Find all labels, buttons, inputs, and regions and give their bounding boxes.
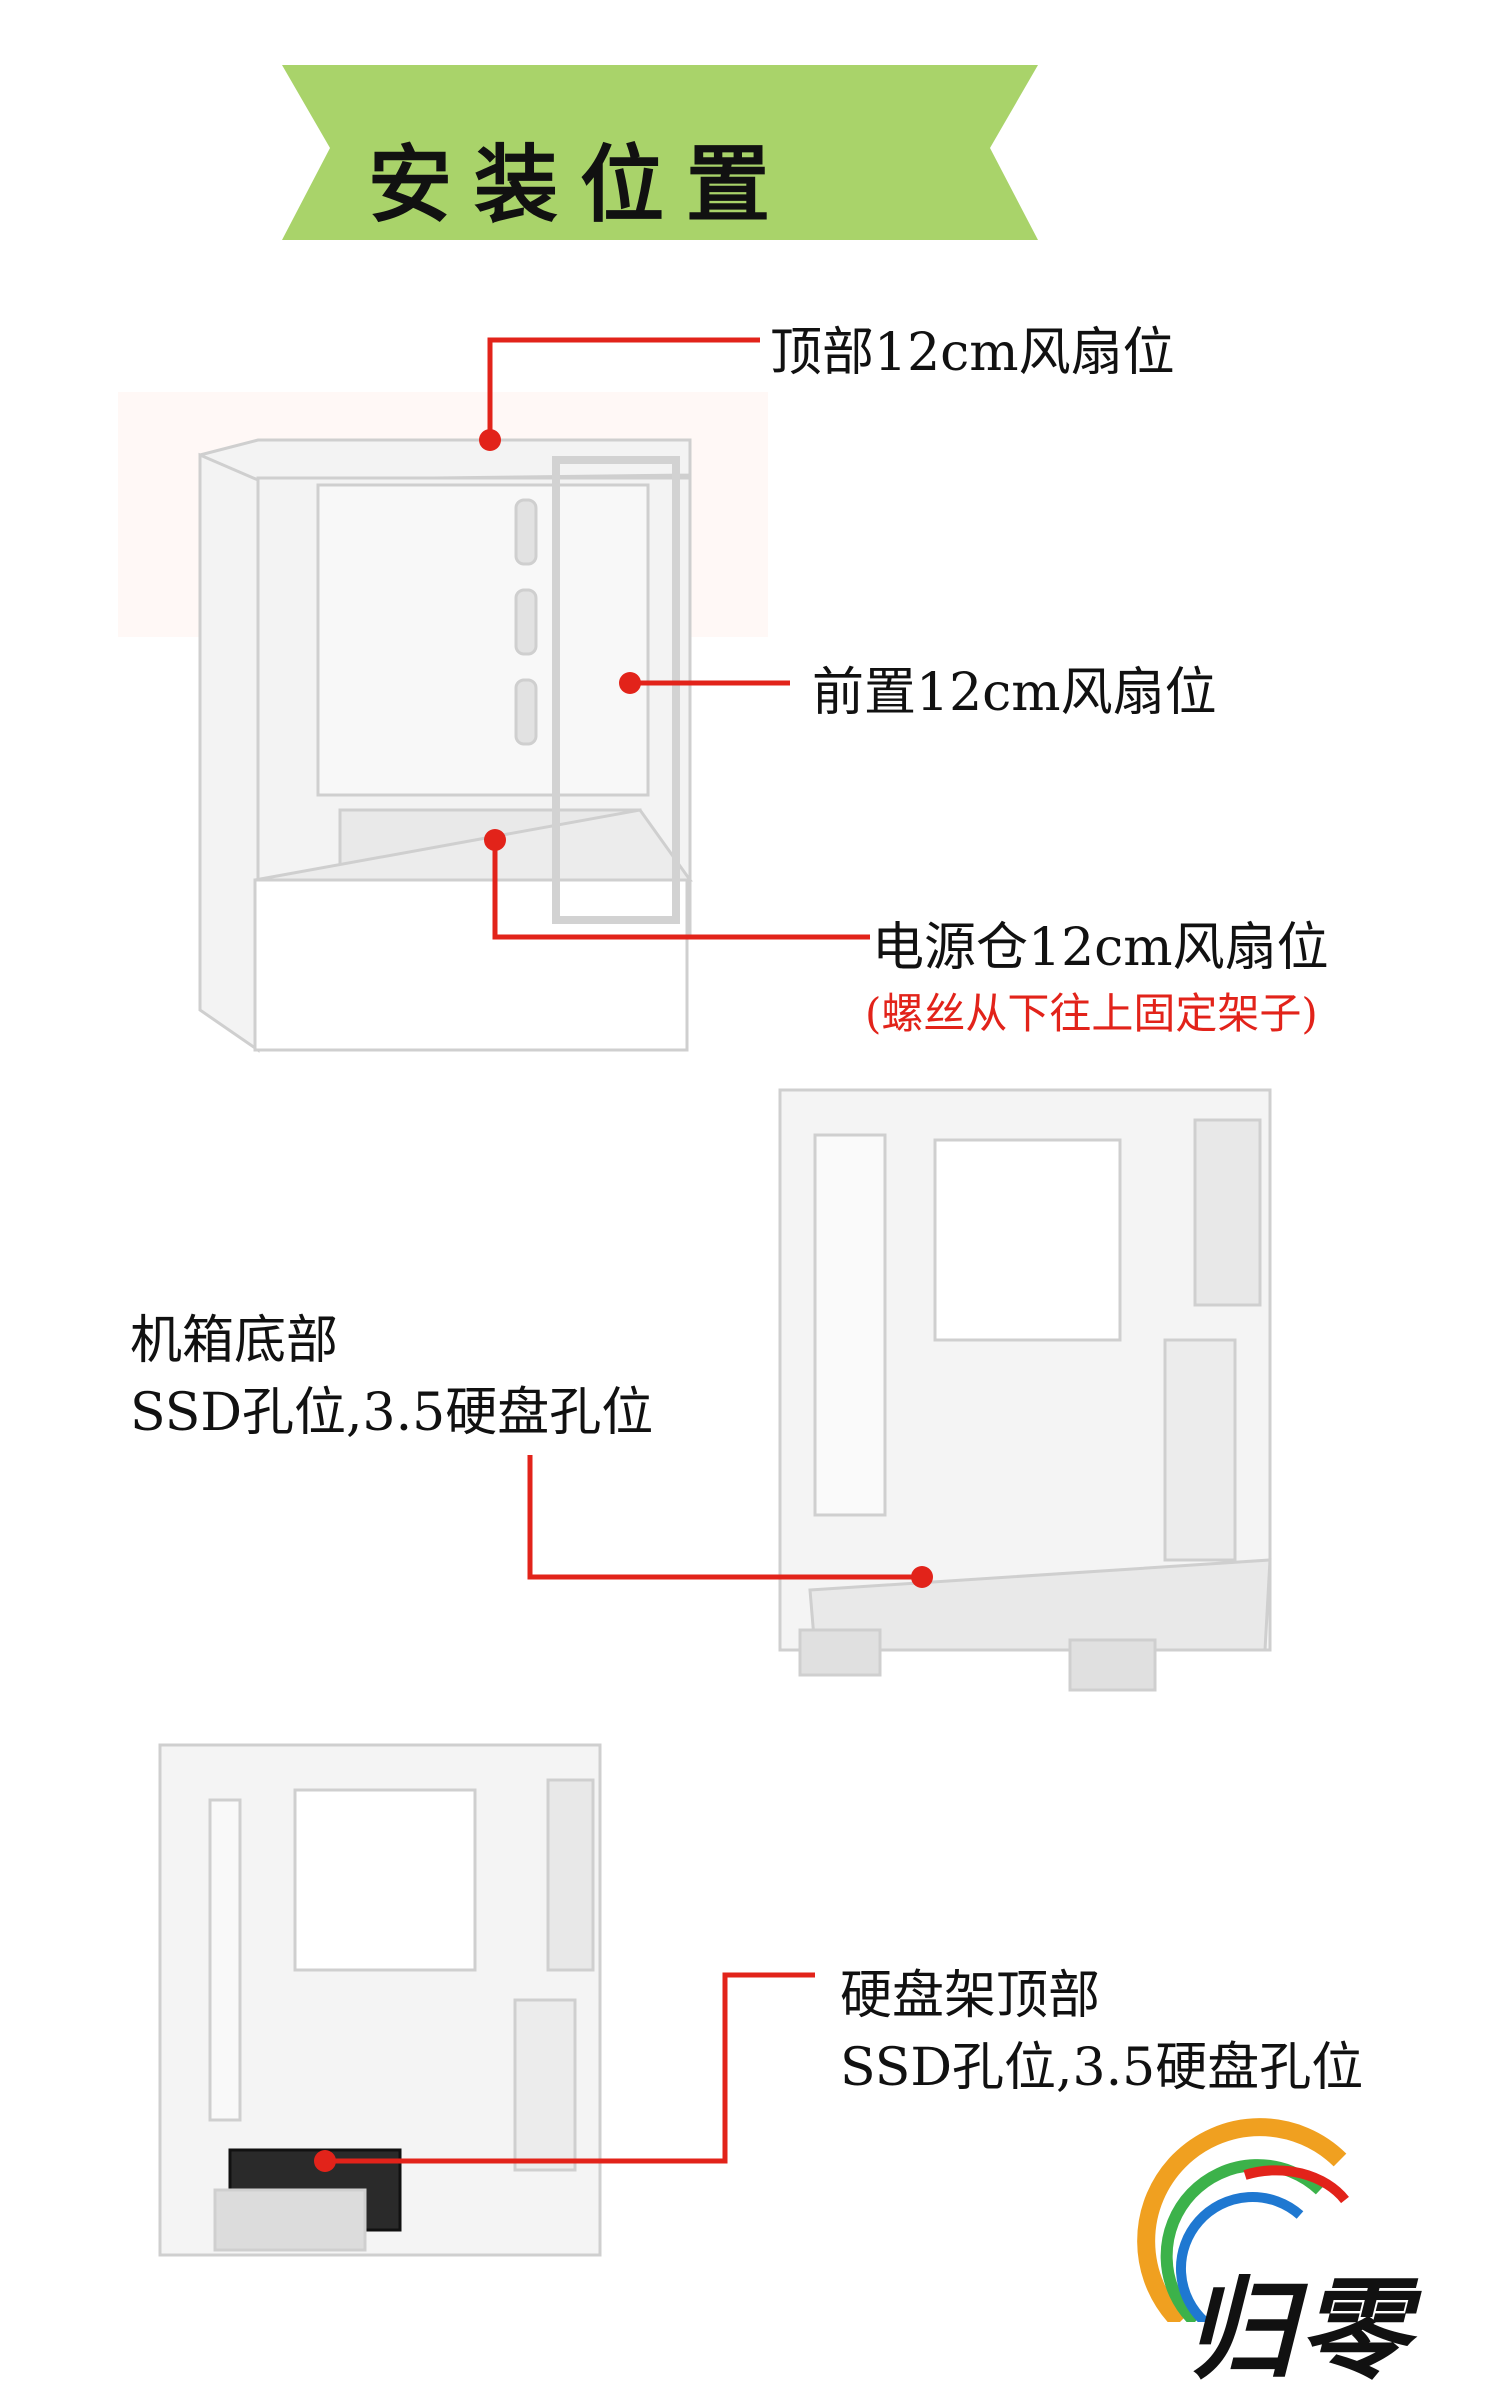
hdd-title-label: 硬盘架顶部 bbox=[840, 1966, 1101, 2026]
page-title: 安装位置 bbox=[367, 135, 792, 234]
bottom-desc-label: SSD孔位,3.5硬盘孔位 bbox=[130, 1383, 654, 1443]
bottom-title-label: 机箱底部 bbox=[130, 1311, 339, 1371]
callout-lines bbox=[325, 337, 922, 2164]
title-banner bbox=[282, 65, 1038, 240]
brand-logo-text: 归零 bbox=[1185, 2265, 1413, 2394]
psu-note-label: (螺丝从下往上固定架子) bbox=[865, 989, 1318, 1038]
case-front-view bbox=[198, 438, 693, 1053]
hdd-desc-label: SSD孔位,3.5硬盘孔位 bbox=[840, 2038, 1364, 2098]
case-rear-view bbox=[778, 1088, 1272, 1692]
brand-logo-icon bbox=[1137, 2118, 1349, 2322]
psu-fan-label: 电源仓12cm风扇位 bbox=[872, 918, 1329, 978]
callout-dots bbox=[314, 429, 933, 2172]
front-fan-label: 前置12cm风扇位 bbox=[812, 663, 1217, 723]
illustration-layer bbox=[158, 65, 1349, 2322]
case-side-view bbox=[158, 1743, 602, 2257]
top-fan-label: 顶部12cm风扇位 bbox=[770, 323, 1175, 383]
